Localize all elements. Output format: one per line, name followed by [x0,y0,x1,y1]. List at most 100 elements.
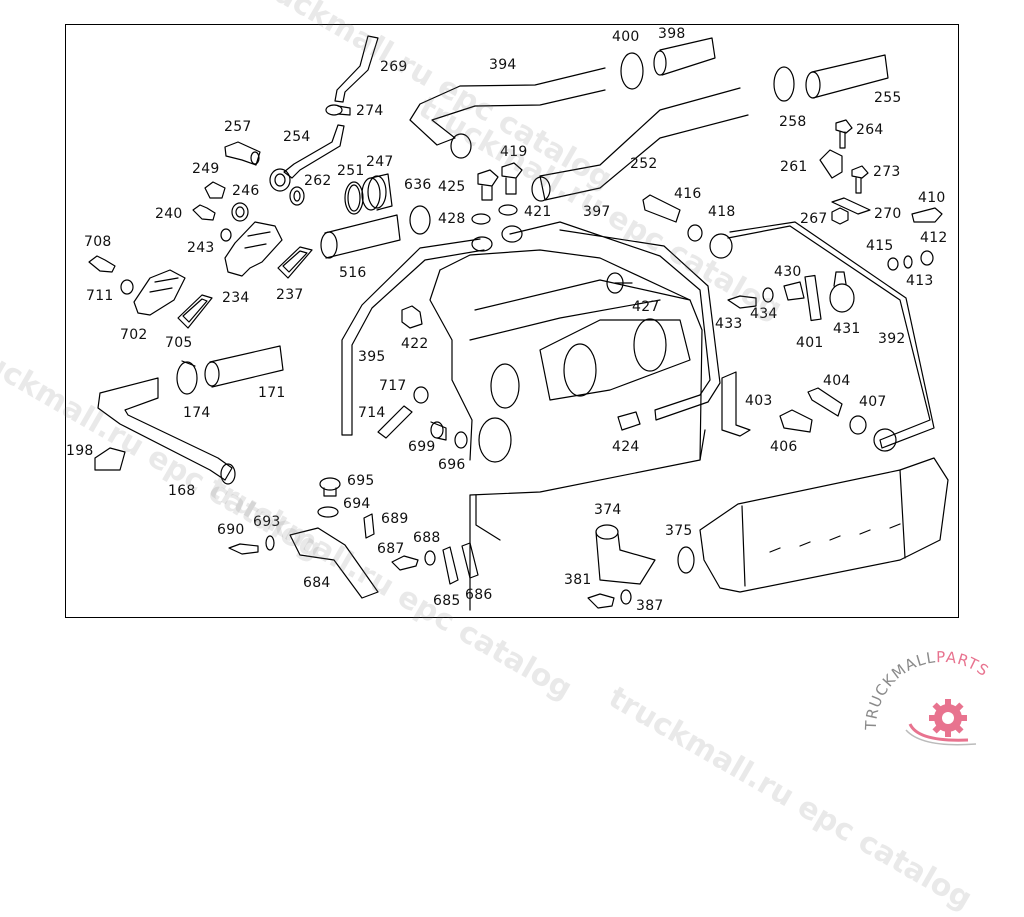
bolt-708 [88,255,116,273]
part-label-416[interactable]: 416 [674,186,702,202]
part-label-686[interactable]: 686 [465,587,493,603]
washer-413 [903,255,913,269]
part-label-273[interactable]: 273 [873,164,901,180]
swoosh-icon [908,723,969,742]
part-label-419[interactable]: 419 [500,144,528,160]
part-label-234[interactable]: 234 [222,290,250,306]
part-label-401[interactable]: 401 [796,335,824,351]
part-label-374[interactable]: 374 [594,502,622,518]
part-label-381[interactable]: 381 [564,572,592,588]
part-label-705[interactable]: 705 [165,335,193,351]
part-label-394[interactable]: 394 [489,57,517,73]
part-label-171[interactable]: 171 [258,385,286,401]
gasket-686 [461,542,479,579]
part-label-251[interactable]: 251 [337,163,365,179]
clip-427 [606,272,633,294]
part-label-714[interactable]: 714 [358,405,386,421]
part-label-403[interactable]: 403 [745,393,773,409]
part-label-693[interactable]: 693 [253,514,281,530]
part-label-708[interactable]: 708 [84,234,112,250]
part-label-415[interactable]: 415 [866,238,894,254]
part-label-237[interactable]: 237 [276,287,304,303]
spacer-430 [783,281,805,301]
part-label-198[interactable]: 198 [66,443,94,459]
gasket-237 [277,246,313,279]
part-label-425[interactable]: 425 [438,179,466,195]
washer-262 [289,186,305,206]
hose-394 [409,67,606,146]
part-label-410[interactable]: 410 [918,190,946,206]
part-label-406[interactable]: 406 [770,439,798,455]
part-label-695[interactable]: 695 [347,473,375,489]
part-label-690[interactable]: 690 [217,522,245,538]
part-label-400[interactable]: 400 [612,29,640,45]
part-label-711[interactable]: 711 [86,288,114,304]
part-label-430[interactable]: 430 [774,264,802,280]
part-label-424[interactable]: 424 [612,439,640,455]
part-label-246[interactable]: 246 [232,183,260,199]
part-label-387[interactable]: 387 [636,598,664,614]
part-label-174[interactable]: 174 [183,405,211,421]
part-label-428[interactable]: 428 [438,211,466,227]
part-label-375[interactable]: 375 [665,523,693,539]
washer-243 [220,228,232,242]
part-label-267[interactable]: 267 [800,211,828,227]
part-label-168[interactable]: 168 [168,483,196,499]
part-label-404[interactable]: 404 [823,373,851,389]
part-label-636[interactable]: 636 [404,177,432,193]
part-label-258[interactable]: 258 [779,114,807,130]
clip-261 [819,149,843,179]
part-label-392[interactable]: 392 [878,331,906,347]
clamp-636 [409,205,431,235]
clamp-174 [176,360,198,395]
part-label-397[interactable]: 397 [583,204,611,220]
part-label-431[interactable]: 431 [833,321,861,337]
fitting-416 [642,194,681,223]
logo-text-parts: PARTS [936,650,992,680]
part-label-413[interactable]: 413 [906,273,934,289]
flange-702 [133,269,186,316]
part-label-694[interactable]: 694 [343,496,371,512]
part-label-243[interactable]: 243 [187,240,215,256]
part-label-684[interactable]: 684 [303,575,331,591]
bolt-425 [477,169,499,201]
banjo-254 [269,168,291,192]
part-label-688[interactable]: 688 [413,530,441,546]
ring-251 [344,181,364,215]
part-label-264[interactable]: 264 [856,122,884,138]
part-label-395[interactable]: 395 [358,349,386,365]
part-label-434[interactable]: 434 [750,306,778,322]
part-label-407[interactable]: 407 [859,394,887,410]
part-label-270[interactable]: 270 [874,206,902,222]
part-label-398[interactable]: 398 [658,26,686,42]
part-label-422[interactable]: 422 [401,336,429,352]
bolt-381 [587,593,615,609]
part-label-274[interactable]: 274 [356,103,384,119]
part-label-687[interactable]: 687 [377,541,405,557]
part-label-269[interactable]: 269 [380,59,408,75]
gasket-705 [177,294,213,329]
part-label-427[interactable]: 427 [632,299,660,315]
part-label-717[interactable]: 717 [379,378,407,394]
part-label-433[interactable]: 433 [715,316,743,332]
part-label-249[interactable]: 249 [192,161,220,177]
part-label-240[interactable]: 240 [155,206,183,222]
part-label-699[interactable]: 699 [408,439,436,455]
part-label-702[interactable]: 702 [120,327,148,343]
part-label-261[interactable]: 261 [780,159,808,175]
part-label-412[interactable]: 412 [920,230,948,246]
part-label-418[interactable]: 418 [708,204,736,220]
bolt-687 [391,555,419,571]
part-label-255[interactable]: 255 [874,90,902,106]
part-label-685[interactable]: 685 [433,593,461,609]
part-label-689[interactable]: 689 [381,511,409,527]
part-label-262[interactable]: 262 [304,173,332,189]
part-label-421[interactable]: 421 [524,204,552,220]
part-label-247[interactable]: 247 [366,154,394,170]
washer-434 [762,287,774,303]
part-label-516[interactable]: 516 [339,265,367,281]
part-label-252[interactable]: 252 [630,156,658,172]
part-label-257[interactable]: 257 [224,119,252,135]
part-label-696[interactable]: 696 [438,457,466,473]
part-label-254[interactable]: 254 [283,129,311,145]
